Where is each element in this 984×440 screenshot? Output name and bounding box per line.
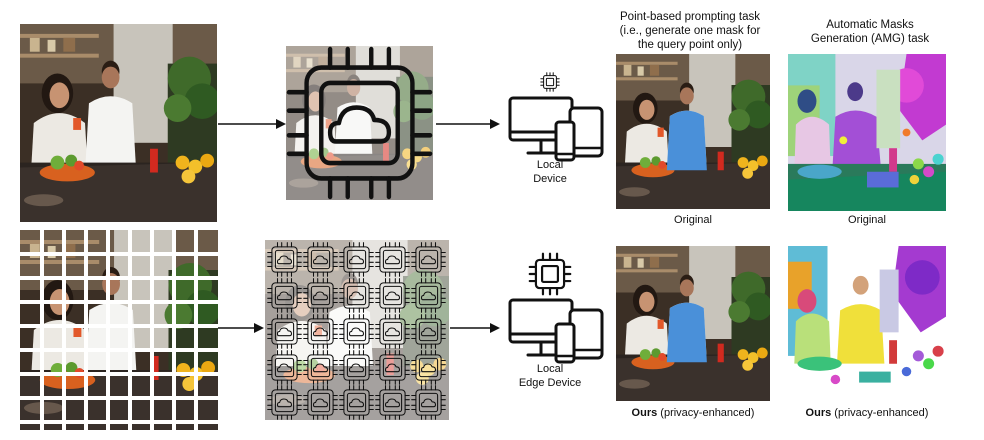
cloud-chip-icon [289, 49, 430, 197]
monitor-phone-tablet-icon [506, 94, 606, 164]
point-result-original [616, 54, 770, 209]
cloud-chip-grid [265, 240, 449, 420]
input-photo-patched [20, 230, 218, 430]
arrow-right-icon [450, 323, 500, 333]
amg-task-header: Automatic Masks Generation (AMG) task [810, 19, 930, 45]
arrow-right-icon [218, 323, 264, 333]
monitor-phone-tablet-icon [506, 296, 606, 366]
arrow-right-icon [436, 119, 500, 129]
chip-icon [528, 252, 572, 296]
device-label-top: Local Device [533, 159, 567, 185]
caption-ours-amg: Ours (privacy-enhanced) [805, 407, 929, 419]
point-task-header: Point-based prompting task (i.e., genera… [619, 11, 761, 51]
amg-result-original [788, 54, 946, 211]
arrow-right-icon [218, 119, 286, 129]
point-result-ours [616, 246, 770, 401]
chip-icon [540, 72, 560, 92]
cloud-chip-encoder-top [286, 46, 433, 200]
caption-ours-point: Ours (privacy-enhanced) [631, 407, 755, 419]
amg-result-ours [788, 246, 946, 403]
caption-original-amg: Original [848, 214, 886, 226]
device-label-bottom: Local Edge Device [518, 363, 582, 389]
input-photo-top [20, 24, 217, 222]
caption-original-point: Original [674, 214, 712, 226]
